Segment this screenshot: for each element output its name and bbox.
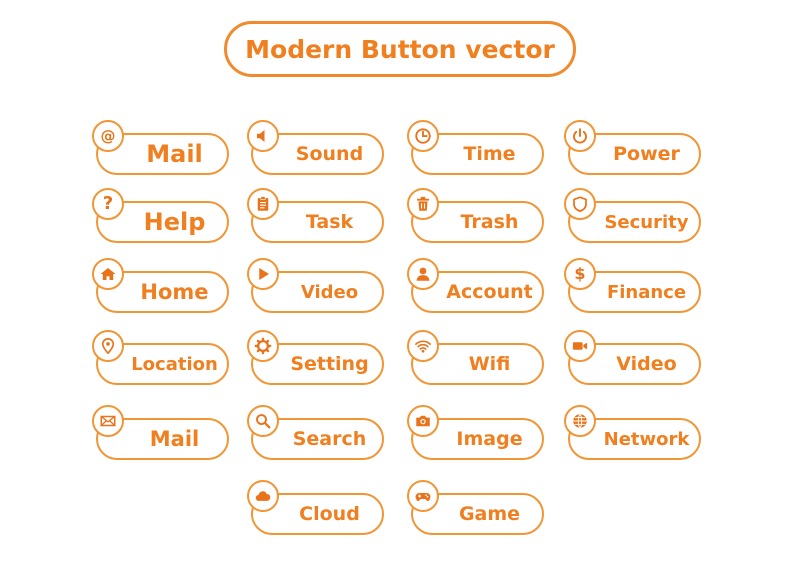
button-outline (96, 201, 229, 243)
location-button[interactable]: Location (90, 330, 235, 388)
button-label: Help (143, 208, 206, 236)
shield-icon (564, 188, 596, 220)
button-label: Mail (149, 427, 200, 451)
button-label: Image (456, 428, 523, 450)
wifi-button[interactable]: Wifi (405, 330, 550, 388)
trash-icon (407, 188, 439, 220)
clipboard-icon (247, 188, 279, 220)
button-label: Cloud (299, 503, 360, 525)
button-label: Wifi (468, 353, 511, 375)
clock-icon (407, 120, 439, 152)
network-button[interactable]: Network (562, 405, 707, 463)
page-title: Modern Button vector (224, 21, 576, 77)
button-label: Account (446, 281, 533, 303)
at-sign-icon: @ (92, 120, 124, 152)
wifi-icon (407, 330, 439, 362)
account-button[interactable]: Account (405, 258, 550, 316)
button-outline (251, 418, 384, 460)
envelope-icon (92, 405, 124, 437)
location-pin-icon (92, 330, 124, 362)
cloud-button[interactable]: Cloud (245, 480, 390, 538)
camera-icon (407, 405, 439, 437)
button-outline (568, 201, 701, 243)
button-label: Time (463, 143, 516, 165)
video-camera-button[interactable]: Video (562, 330, 707, 388)
power-button[interactable]: Power (562, 120, 707, 178)
button-label: Video (616, 353, 677, 375)
button-label: Location (131, 353, 218, 375)
trash-button[interactable]: Trash (405, 188, 550, 246)
envelope-mail-button[interactable]: Mail (90, 405, 235, 463)
button-label: Mail (146, 140, 203, 168)
button-label: Finance (606, 281, 687, 303)
play-icon (247, 258, 279, 290)
button-label: Sound (295, 143, 364, 165)
globe-icon (564, 405, 596, 437)
button-label: Network (603, 428, 690, 450)
sound-button[interactable]: Sound (245, 120, 390, 178)
game-button[interactable]: Game (405, 480, 550, 538)
video-camera-icon (564, 330, 596, 362)
house-icon (92, 258, 124, 290)
button-label: Video (300, 281, 359, 303)
power-icon (564, 120, 596, 152)
home-button[interactable]: Home (90, 258, 235, 316)
speaker-icon (247, 120, 279, 152)
gamepad-icon (407, 480, 439, 512)
gear-icon (247, 330, 279, 362)
time-button[interactable]: Time (405, 120, 550, 178)
help-button[interactable]: ? Help (90, 188, 235, 246)
button-outline (251, 133, 384, 175)
magnifier-icon (247, 405, 279, 437)
security-button[interactable]: Security (562, 188, 707, 246)
button-label: Game (458, 503, 521, 525)
setting-button[interactable]: Setting (245, 330, 390, 388)
mail-button[interactable]: @ Mail (90, 120, 235, 178)
button-label: Security (604, 211, 689, 233)
user-icon (407, 258, 439, 290)
search-button[interactable]: Search (245, 405, 390, 463)
cloud-icon (247, 480, 279, 512)
button-label: Home (140, 280, 209, 304)
question-mark-icon: ? (92, 188, 124, 220)
button-label: Setting (290, 353, 369, 375)
dollar-icon: $ (564, 258, 596, 290)
button-label: Power (613, 143, 680, 165)
finance-button[interactable]: $ Finance (562, 258, 707, 316)
image-button[interactable]: Image (405, 405, 550, 463)
button-label: Search (292, 428, 367, 450)
button-label: Trash (460, 211, 519, 233)
button-label: Task (305, 211, 354, 233)
video-button[interactable]: Video (245, 258, 390, 316)
task-button[interactable]: Task (245, 188, 390, 246)
button-outline (411, 271, 544, 313)
